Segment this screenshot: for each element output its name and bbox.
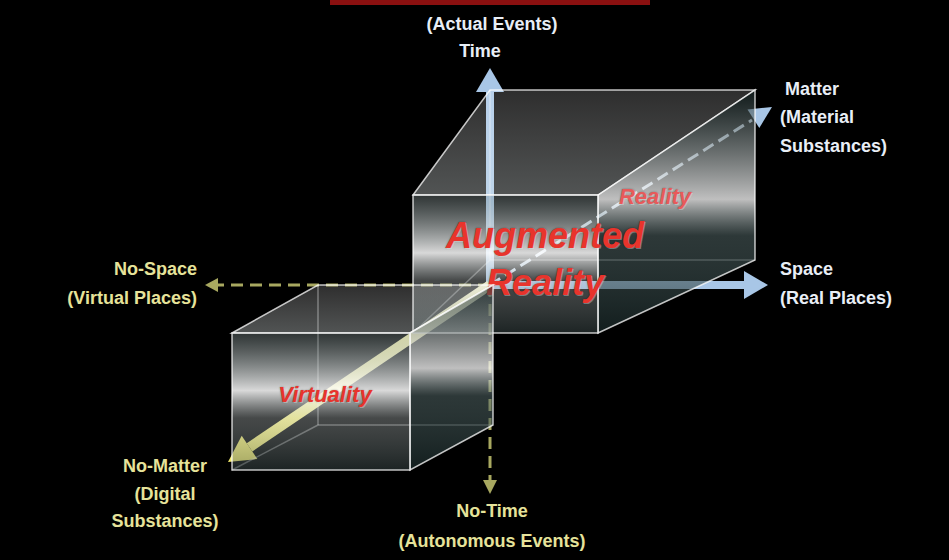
axis-label: (Virtual Places) <box>67 288 197 310</box>
axis-label: (Material Substances) <box>780 103 920 161</box>
axis-label: (Autonomous Events) <box>399 531 586 553</box>
axis-label: No-Time <box>456 501 528 523</box>
axis-label: (Actual Events) <box>426 14 557 36</box>
axis-label: Matter <box>785 79 839 101</box>
axis-label: No-Matter <box>123 456 207 478</box>
cuboid-face <box>598 90 755 333</box>
cuboid: Virtuality <box>232 285 493 470</box>
axis-label: Space <box>780 259 833 281</box>
axis-label: Time <box>459 41 501 63</box>
no-time-arrowhead <box>483 480 497 494</box>
no-space-arrowhead <box>205 278 218 292</box>
axis-label: No-Space <box>114 259 197 281</box>
cube-label: Virtuality <box>278 382 371 408</box>
cuboid-face <box>232 333 410 470</box>
cuboid-face <box>410 285 493 470</box>
time-arrowhead <box>476 68 504 92</box>
cube-label: Reality <box>619 184 691 210</box>
axis-label: (Real Places) <box>780 288 892 310</box>
cuboid-outline <box>232 285 493 470</box>
top-bar <box>330 0 650 5</box>
space-arrowhead <box>744 271 768 299</box>
axis-label: (Digital Substances) <box>95 481 235 535</box>
